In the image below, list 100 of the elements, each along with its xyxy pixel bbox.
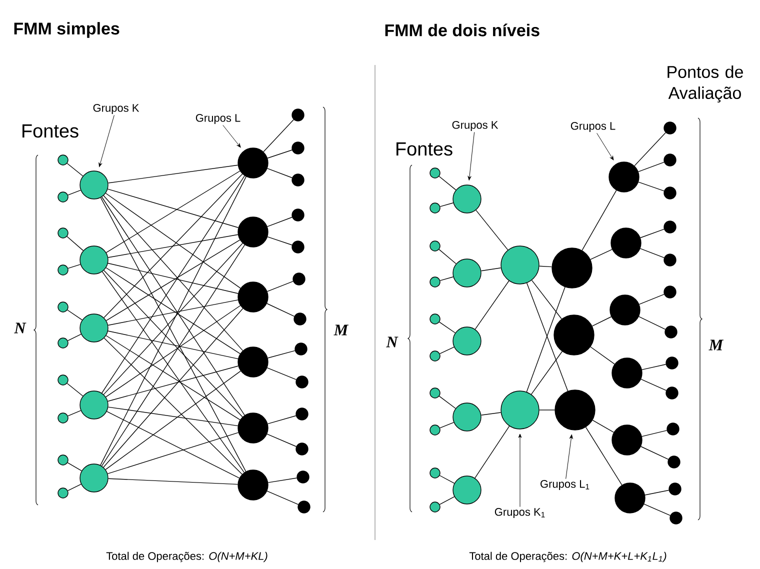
connector-line bbox=[640, 248, 664, 258]
connector-line bbox=[439, 475, 455, 484]
connector-line bbox=[638, 182, 664, 192]
connector-line bbox=[440, 422, 454, 428]
point-dot bbox=[292, 208, 304, 222]
group-circle bbox=[452, 258, 482, 288]
group-circle bbox=[238, 346, 268, 378]
point-dot bbox=[296, 442, 308, 456]
connector-line bbox=[66, 236, 84, 251]
point-dot bbox=[292, 174, 304, 186]
connector-line bbox=[105, 370, 241, 470]
panel-title: FMM de dois níveis bbox=[385, 24, 540, 36]
connector-line bbox=[108, 262, 238, 294]
point-dot bbox=[294, 312, 306, 326]
connector-line bbox=[267, 415, 296, 424]
connector-line bbox=[634, 132, 666, 166]
source-dot bbox=[58, 192, 68, 202]
connector-line bbox=[440, 202, 454, 207]
connector-line bbox=[106, 170, 240, 253]
source-dot bbox=[430, 314, 440, 324]
leader-arrow bbox=[566, 434, 573, 480]
connector-line bbox=[67, 334, 82, 342]
connector-line bbox=[267, 350, 296, 358]
connector-line bbox=[66, 383, 84, 396]
connector-line bbox=[108, 366, 239, 402]
point-dot bbox=[668, 456, 680, 468]
connector-line bbox=[474, 280, 510, 330]
operation-count: Total de Operações: O(N+M+K+L+K$_{1}$L$_{1}$) bbox=[469, 552, 666, 562]
connector-line bbox=[106, 305, 241, 398]
source-dot bbox=[430, 276, 440, 288]
point-dot bbox=[298, 500, 310, 514]
connector-line bbox=[105, 192, 241, 288]
connector-line bbox=[480, 412, 502, 416]
brace-label: N bbox=[14, 322, 26, 334]
source-dot bbox=[58, 302, 68, 312]
connector-line bbox=[644, 504, 671, 516]
connector-line bbox=[538, 266, 552, 268]
operation-count: Total de Operações: O(N+M+KL) bbox=[106, 552, 268, 562]
point-dot bbox=[664, 122, 676, 134]
group-circle bbox=[238, 216, 268, 248]
group-label: Grupos L$_{1}$ bbox=[540, 480, 590, 490]
connector-line bbox=[263, 119, 294, 152]
connector-line bbox=[640, 228, 664, 238]
connector-line bbox=[267, 236, 292, 246]
group-circle bbox=[610, 228, 642, 258]
group-circle bbox=[80, 390, 108, 420]
group-label: Pontos de Avaliação bbox=[668, 66, 743, 102]
connector-line bbox=[638, 294, 664, 305]
connector-line bbox=[476, 210, 508, 250]
group-label: Fontes bbox=[396, 142, 452, 156]
point-dot bbox=[664, 220, 676, 234]
source-dot bbox=[58, 154, 68, 166]
group-circle bbox=[238, 470, 268, 500]
point-dot bbox=[668, 482, 682, 496]
brace-label: M bbox=[708, 340, 724, 350]
point-dot bbox=[664, 326, 678, 338]
connector-line bbox=[438, 176, 456, 190]
connector-line bbox=[103, 242, 243, 395]
point-dot bbox=[296, 408, 308, 420]
connector-line bbox=[103, 308, 244, 468]
group-circle bbox=[608, 162, 640, 192]
source-dot bbox=[58, 488, 68, 498]
group-circle bbox=[614, 482, 646, 514]
point-dot bbox=[670, 512, 682, 524]
source-dot bbox=[58, 454, 68, 466]
leader-arrow bbox=[222, 124, 241, 148]
connector-line bbox=[267, 168, 292, 178]
group-circle bbox=[452, 476, 482, 504]
source-dot bbox=[430, 388, 440, 398]
group-circle bbox=[610, 294, 640, 326]
point-dot bbox=[664, 154, 676, 166]
connector-line bbox=[480, 268, 502, 272]
group-circle bbox=[80, 246, 108, 274]
connector-line bbox=[101, 244, 246, 466]
group-label: Fontes bbox=[22, 124, 78, 138]
connector-line bbox=[267, 216, 292, 227]
source-dot bbox=[430, 168, 440, 178]
group-label: Grupos L bbox=[196, 114, 240, 124]
connector-line bbox=[106, 411, 240, 478]
group-circle bbox=[452, 402, 482, 432]
group-circle bbox=[452, 326, 482, 356]
group-circle bbox=[80, 464, 108, 492]
connector-line bbox=[266, 490, 299, 505]
connector-line bbox=[104, 338, 242, 475]
point-dot bbox=[292, 108, 304, 122]
source-dot bbox=[58, 264, 68, 276]
connector-line bbox=[108, 234, 238, 258]
brace-label: M bbox=[334, 324, 349, 336]
brace-label: N bbox=[386, 336, 398, 348]
source-dot bbox=[430, 502, 440, 512]
point-dot bbox=[296, 470, 310, 484]
group-circle bbox=[552, 248, 592, 288]
connector-line bbox=[439, 496, 455, 505]
connector-line bbox=[108, 406, 238, 426]
leader-arrow bbox=[98, 114, 114, 167]
group-circle bbox=[80, 170, 108, 200]
connector-line bbox=[530, 351, 562, 395]
connector-line bbox=[268, 478, 298, 483]
point-dot bbox=[292, 142, 304, 154]
connector-line bbox=[108, 164, 238, 184]
